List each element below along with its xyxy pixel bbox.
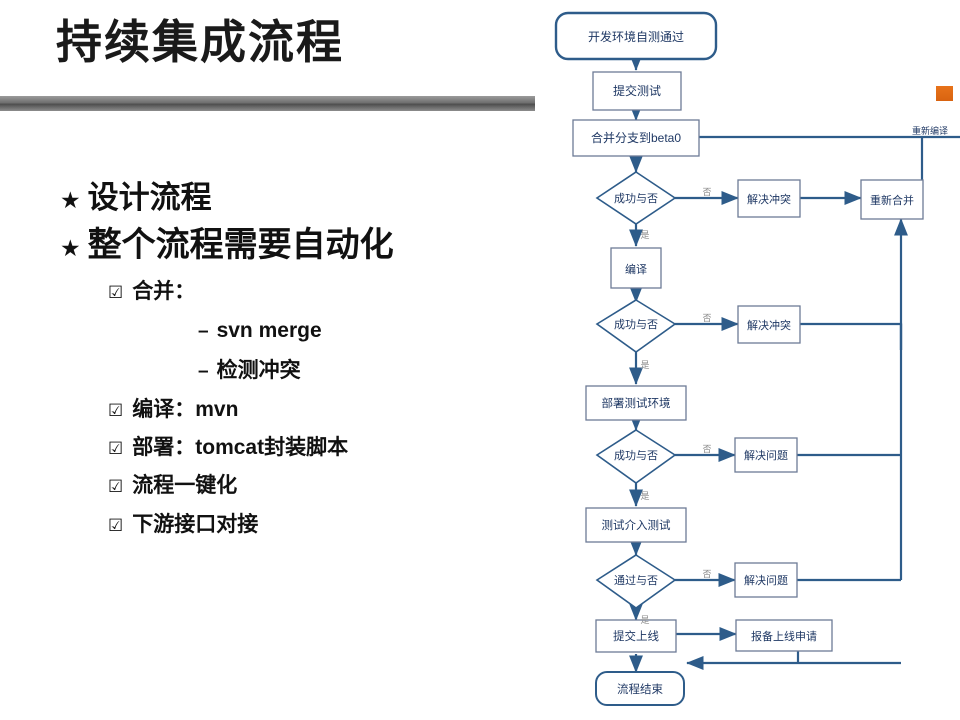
list-item-label: 合并： (132, 280, 196, 304)
accent-marker (936, 86, 953, 101)
node-deploy[interactable]: 部署测试环境 (585, 385, 687, 421)
flow-connectors (628, 53, 960, 673)
page-title: 持续集成流程 (56, 16, 344, 68)
edge-label-merge-yes: 是 (640, 230, 649, 240)
node-remerge-label: 重新合并 (870, 193, 914, 207)
node-fix-conflict-1[interactable]: 解决冲突 (737, 179, 801, 218)
node-compile-ok[interactable]: 成功与否 (595, 299, 677, 353)
checkbox-icon: ☑ (108, 439, 124, 459)
list-item: ★ 整个流程需要自动化 (60, 224, 530, 268)
node-end[interactable]: 流程结束 (595, 671, 685, 706)
flow-edge-labels: 否 是 否 是 否 是 否 是 重新编译 (640, 125, 948, 625)
node-merge-ok-label: 成功与否 (614, 192, 658, 205)
node-remerge[interactable]: 重新合并 (860, 179, 924, 220)
checkbox-icon: ☑ (108, 477, 124, 497)
node-submit-label: 提交测试 (613, 83, 661, 98)
edge-label-deploy-yes: 是 (640, 491, 649, 501)
list-item: ☑ 编译：mvn (108, 396, 530, 423)
node-end-label: 流程结束 (617, 682, 663, 696)
node-fix-conflict-2-label: 解决冲突 (747, 318, 791, 332)
node-start-label: 开发环境自测通过 (588, 29, 684, 44)
node-merge[interactable]: 合并分支到beta0 (572, 119, 700, 157)
edge-label-deploy-no: 否 (702, 444, 711, 454)
node-qa-test[interactable]: 测试介入测试 (585, 507, 687, 543)
edge-label-compile-yes: 是 (640, 360, 649, 370)
title-divider (0, 96, 535, 111)
list-item-label: 检测冲突 (216, 359, 301, 383)
node-fix-issue-1-label: 解决问题 (744, 448, 788, 462)
node-deploy-ok[interactable]: 成功与否 (595, 429, 677, 484)
node-fix-issue-1[interactable]: 解决问题 (734, 437, 798, 473)
list-item-label: 整个流程需要自动化 (87, 225, 394, 264)
edge-label-compile-no: 否 (702, 313, 711, 323)
list-item-label: 编译：mvn (132, 397, 239, 421)
node-fix-conflict-1-label: 解决冲突 (747, 192, 791, 206)
list-item: ☑ 合并： (108, 278, 530, 305)
node-deploy-label: 部署测试环境 (602, 396, 671, 410)
list-item: ☑ 下游接口对接 (108, 511, 530, 538)
bullet-list: ★ 设计流程 ★ 整个流程需要自动化 ☑ 合并： – svn merge – 检… (60, 178, 530, 538)
checkbox-icon: ☑ (108, 515, 124, 535)
node-qa-test-label: 测试介入测试 (602, 519, 671, 532)
flow-connectors-plain (796, 137, 924, 663)
node-qa-pass[interactable]: 通过与否 (595, 554, 677, 609)
list-item: – 检测冲突 (198, 357, 530, 385)
dash-icon: – (198, 361, 209, 383)
node-qa-pass-label: 通过与否 (614, 574, 658, 587)
flowchart: 开发环境自测通过 提交测试 合并分支到beta0 成功与否 (535, 0, 960, 720)
node-start[interactable]: 开发环境自测通过 (554, 11, 718, 61)
node-submit[interactable]: 提交测试 (592, 71, 682, 111)
star-icon: ★ (60, 187, 81, 213)
checkbox-icon: ☑ (108, 283, 124, 303)
node-file-request-label: 报备上线申请 (751, 629, 817, 643)
flow-nodes: 开发环境自测通过 提交测试 合并分支到beta0 成功与否 (554, 11, 924, 706)
list-item: ★ 设计流程 (60, 178, 530, 218)
node-fix-conflict-2[interactable]: 解决冲突 (737, 305, 801, 344)
node-go-live-label: 提交上线 (613, 629, 659, 643)
edge-label-qa-yes: 是 (640, 615, 649, 625)
dash-icon: – (198, 321, 209, 343)
node-go-live[interactable]: 提交上线 (595, 619, 677, 653)
list-item-label: 部署：tomcat封装脚本 (132, 436, 349, 460)
list-item: ☑ 部署：tomcat封装脚本 (108, 434, 530, 461)
list-item-label: svn merge (216, 319, 322, 343)
list-item: ☑ 流程一键化 (108, 472, 530, 499)
node-compile[interactable]: 编译 (610, 247, 662, 289)
list-item-label: 下游接口对接 (132, 512, 259, 536)
node-merge-label: 合并分支到beta0 (591, 130, 681, 145)
checkbox-icon: ☑ (108, 400, 124, 420)
node-compile-ok-label: 成功与否 (614, 318, 658, 331)
list-item-label: 设计流程 (87, 180, 212, 215)
node-file-request[interactable]: 报备上线申请 (735, 619, 833, 652)
node-fix-issue-2-label: 解决问题 (744, 573, 788, 587)
node-compile-label: 编译 (625, 262, 647, 276)
node-merge-ok[interactable]: 成功与否 (595, 171, 677, 225)
star-icon: ★ (60, 234, 81, 261)
node-deploy-ok-label: 成功与否 (614, 449, 658, 462)
list-item: – svn merge (198, 317, 530, 345)
edge-label-merge-no: 否 (702, 187, 711, 197)
edge-label-recompile: 重新编译 (912, 125, 948, 136)
edge-label-qa-no: 否 (702, 569, 711, 579)
node-fix-issue-2[interactable]: 解决问题 (734, 562, 798, 598)
list-item-label: 流程一键化 (132, 474, 238, 498)
